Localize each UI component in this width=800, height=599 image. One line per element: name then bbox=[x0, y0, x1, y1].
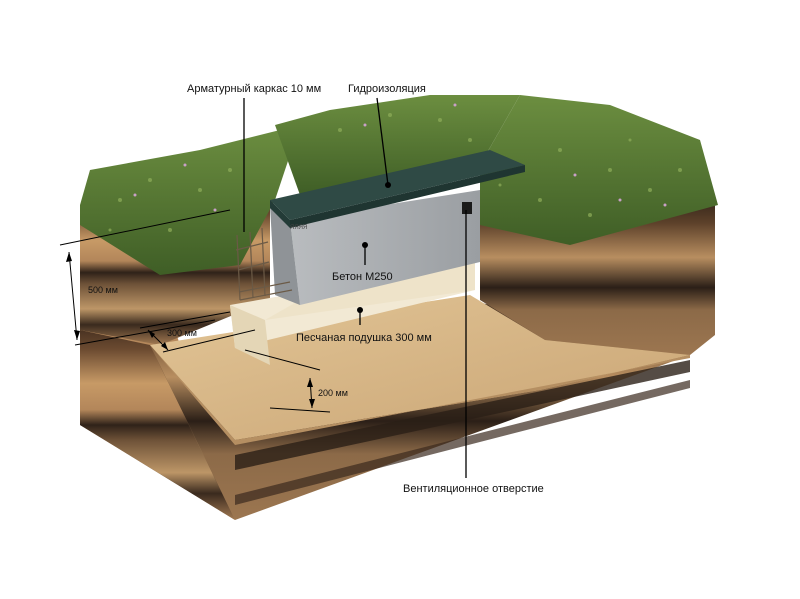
dimension-300-label: 300 мм bbox=[167, 328, 197, 338]
rebar-marking: ЯЯЯЯ bbox=[290, 225, 307, 231]
rebar-label: Арматурный каркас 10 мм bbox=[187, 83, 321, 95]
concrete-label: Бетон М250 bbox=[332, 271, 393, 283]
waterproofing-top bbox=[270, 150, 525, 220]
dimension-500-label: 500 мм bbox=[88, 285, 118, 295]
rebar-cage bbox=[235, 227, 293, 301]
waterproofing-left bbox=[270, 200, 290, 228]
sand-cushion-face bbox=[265, 262, 475, 320]
dimension-500 bbox=[59, 209, 231, 346]
ventilation-label: Вентиляционное отверстие bbox=[403, 483, 544, 495]
grass-back bbox=[275, 95, 520, 195]
soil-dark-seam-lower bbox=[235, 380, 690, 505]
leader-lines bbox=[243, 97, 467, 478]
leader-dots bbox=[357, 182, 391, 313]
concrete-left-face bbox=[270, 205, 300, 305]
sand-cushion-label: Песчаная подушка 300 мм bbox=[296, 332, 432, 344]
grass-right bbox=[480, 95, 718, 245]
ventilation-hole bbox=[462, 202, 472, 214]
waterproofing-label: Гидроизоляция bbox=[348, 83, 426, 95]
soil-dark-seam bbox=[235, 360, 690, 470]
dimension-200 bbox=[244, 349, 331, 413]
soil-right-face bbox=[480, 205, 715, 355]
grass-left bbox=[80, 125, 300, 275]
soil-front-left-strip bbox=[80, 330, 235, 520]
grass-texture bbox=[108, 113, 682, 232]
waterproofing-front bbox=[290, 165, 525, 228]
sand-cushion-left bbox=[230, 305, 270, 365]
dimension-300 bbox=[139, 311, 256, 353]
concrete-front-face bbox=[290, 190, 480, 305]
dimension-200-label: 200 мм bbox=[318, 388, 348, 398]
flower-dots bbox=[133, 103, 667, 212]
